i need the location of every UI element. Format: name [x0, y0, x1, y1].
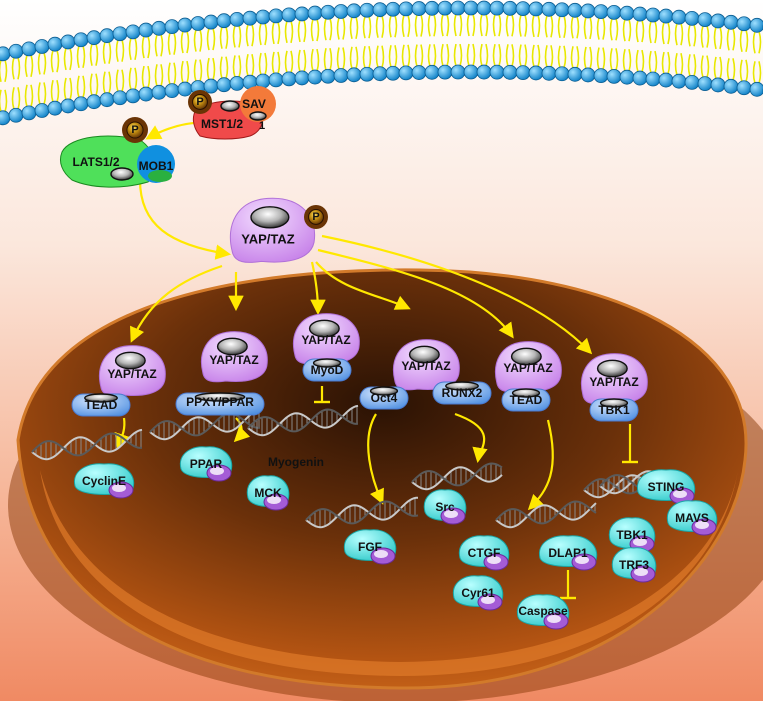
dna-4: [411, 462, 503, 491]
myod: [302, 358, 352, 382]
yaptaz-label-1: YAP/TAZ: [107, 367, 157, 381]
tbk1-nuc-label: TBK1: [598, 403, 630, 417]
mob1-label: MOB1: [138, 159, 174, 173]
arrow-8: [114, 417, 130, 449]
cyr61-label: Cyr61: [461, 586, 495, 600]
myod-label: MyoD: [310, 363, 344, 377]
ppar-target: [179, 446, 233, 482]
dna-3: [305, 496, 419, 529]
mck-target: [246, 475, 290, 511]
phospho-yap: [304, 205, 328, 229]
ctgf-label: CTGF: [467, 546, 501, 560]
cycline-target: [74, 463, 135, 499]
cyr61-target: [452, 575, 504, 611]
yaptaz-2: [201, 331, 268, 383]
arrow-4: [310, 261, 326, 316]
src-label: Src: [435, 500, 455, 514]
phospho-label-lats: P: [131, 124, 139, 136]
sav-protein: [240, 86, 276, 122]
src-target: [423, 489, 467, 525]
dlap1-label: DLAP1: [548, 546, 588, 560]
arrow-7: [321, 234, 593, 355]
fgf-label: FGF: [358, 540, 382, 554]
trf3-target: [611, 547, 657, 583]
fgf-target: [343, 529, 397, 565]
tbk1-out-label: TBK1: [616, 528, 648, 542]
caspase-target: [516, 594, 570, 630]
phospho-label-yap: P: [312, 211, 320, 223]
tead-2: [501, 388, 551, 412]
cell-membrane: [0, 0, 763, 126]
ppar-label: PPAR: [189, 457, 223, 471]
caspase-label: Caspase: [518, 604, 568, 618]
trf3-label: TRF3: [619, 558, 649, 572]
yaptaz-main: [229, 197, 316, 263]
sting-label: STING: [647, 480, 685, 494]
sting-target: [636, 469, 696, 505]
yaptaz-4: [393, 339, 460, 391]
yaptaz-5: [495, 341, 562, 393]
arrow-12: [527, 419, 554, 511]
signaling-arrows: [114, 121, 638, 600]
runx2: [432, 381, 492, 405]
mob1-cap: [148, 170, 172, 182]
tead-label-1: TEAD: [84, 398, 118, 412]
tead-1: [71, 393, 131, 417]
arrow-6: [317, 248, 514, 339]
yaptaz-label-2: YAP/TAZ: [209, 353, 259, 367]
myogenin-label: Myogenin: [268, 455, 324, 469]
arrow-9: [233, 417, 251, 443]
mavs-label: MAVS: [675, 511, 709, 525]
arrow-10: [367, 413, 384, 505]
yaptaz-label-6: YAP/TAZ: [589, 375, 639, 389]
mck-label: MCK: [254, 486, 282, 500]
arrow-1: [138, 179, 232, 260]
mst-label: MST1/2: [200, 117, 244, 131]
ppxy-ppar: [175, 392, 265, 416]
yaptaz-label-3: YAP/TAZ: [301, 333, 351, 347]
mavs-target: [666, 500, 718, 536]
cycline-label: CyclinE: [81, 474, 127, 488]
sav-label: SAV: [242, 97, 266, 111]
phospho-lats: [122, 117, 148, 143]
ppxy-label: PPXY/PPAR: [186, 395, 254, 409]
phospho-label-mst: P: [196, 96, 204, 108]
oct4: [359, 386, 409, 410]
tead-label-2: TEAD: [509, 393, 543, 407]
dna-2: [247, 404, 359, 437]
dna-5: [495, 500, 597, 529]
dna-0: [31, 428, 143, 461]
oct4-label: Oct4: [370, 391, 398, 405]
arrow-2: [130, 264, 223, 343]
dlap1-target: [538, 535, 598, 571]
runx2-label: RUNX2: [441, 386, 483, 400]
yaptaz-label-5: YAP/TAZ: [503, 361, 553, 375]
arrow-5: [315, 261, 411, 310]
tbk1-nuc: [589, 398, 639, 422]
phospho-mst: [188, 90, 212, 114]
yaptaz-label-4: YAP/TAZ: [401, 359, 451, 373]
arrow-11: [454, 412, 488, 464]
lats-label: LATS1/2: [72, 155, 120, 169]
yaptaz-main-label: YAP/TAZ: [241, 231, 295, 247]
mst-suffix-label: 1: [258, 120, 266, 132]
ctgf-target: [458, 535, 510, 571]
protein-shapes: [59, 86, 718, 630]
